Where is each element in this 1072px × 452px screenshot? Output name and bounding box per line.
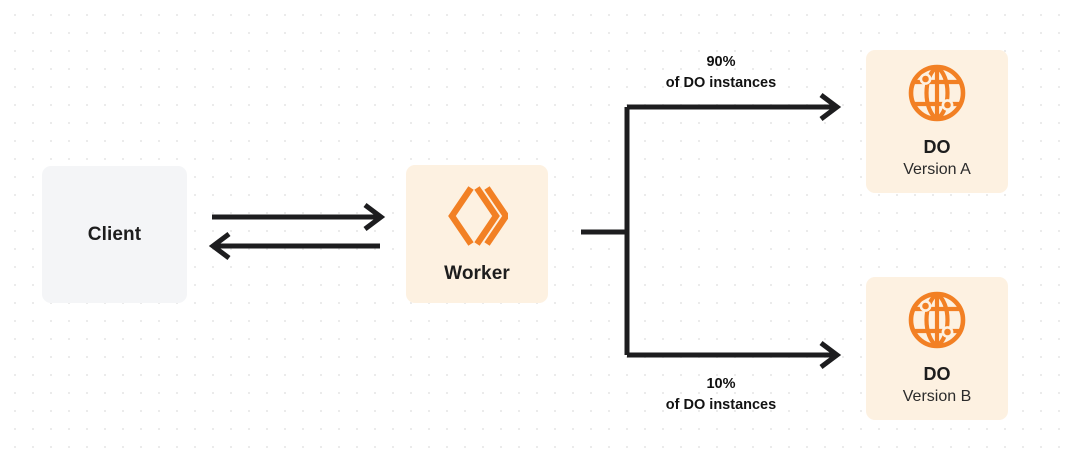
node-do-version-b-label: DO bbox=[923, 364, 951, 385]
node-worker-label: Worker bbox=[444, 263, 510, 285]
edge-label-do-b: 10% of DO instances bbox=[631, 374, 811, 415]
node-do-version-b[interactable]: DO Version B bbox=[866, 277, 1008, 420]
node-worker[interactable]: Worker bbox=[406, 165, 548, 303]
globe-icon bbox=[907, 63, 967, 123]
edge-label-do-a-subtext: of DO instances bbox=[665, 74, 777, 91]
node-do-version-a-label: DO bbox=[923, 137, 951, 158]
globe-icon bbox=[907, 290, 967, 350]
cloudflare-workers-icon bbox=[446, 183, 510, 249]
edge-client-to-worker bbox=[212, 203, 386, 231]
edge-label-do-a-percent: 90% bbox=[706, 54, 736, 70]
edge-worker-to-do-a bbox=[627, 93, 842, 121]
node-client-label: Client bbox=[87, 223, 142, 245]
node-do-version-b-sublabel: Version B bbox=[902, 388, 972, 406]
edge-worker-branch-trunk bbox=[581, 107, 630, 355]
edge-label-do-b-percent: 10% bbox=[706, 376, 736, 392]
node-do-version-a[interactable]: DO Version A bbox=[866, 50, 1008, 193]
edge-worker-to-do-b bbox=[627, 341, 842, 369]
edge-worker-to-client bbox=[208, 232, 380, 260]
node-do-version-a-sublabel: Version A bbox=[903, 161, 971, 179]
node-client[interactable]: Client bbox=[42, 166, 187, 303]
edge-label-do-a: 90% of DO instances bbox=[631, 52, 811, 93]
edge-label-do-b-subtext: of DO instances bbox=[665, 396, 777, 413]
